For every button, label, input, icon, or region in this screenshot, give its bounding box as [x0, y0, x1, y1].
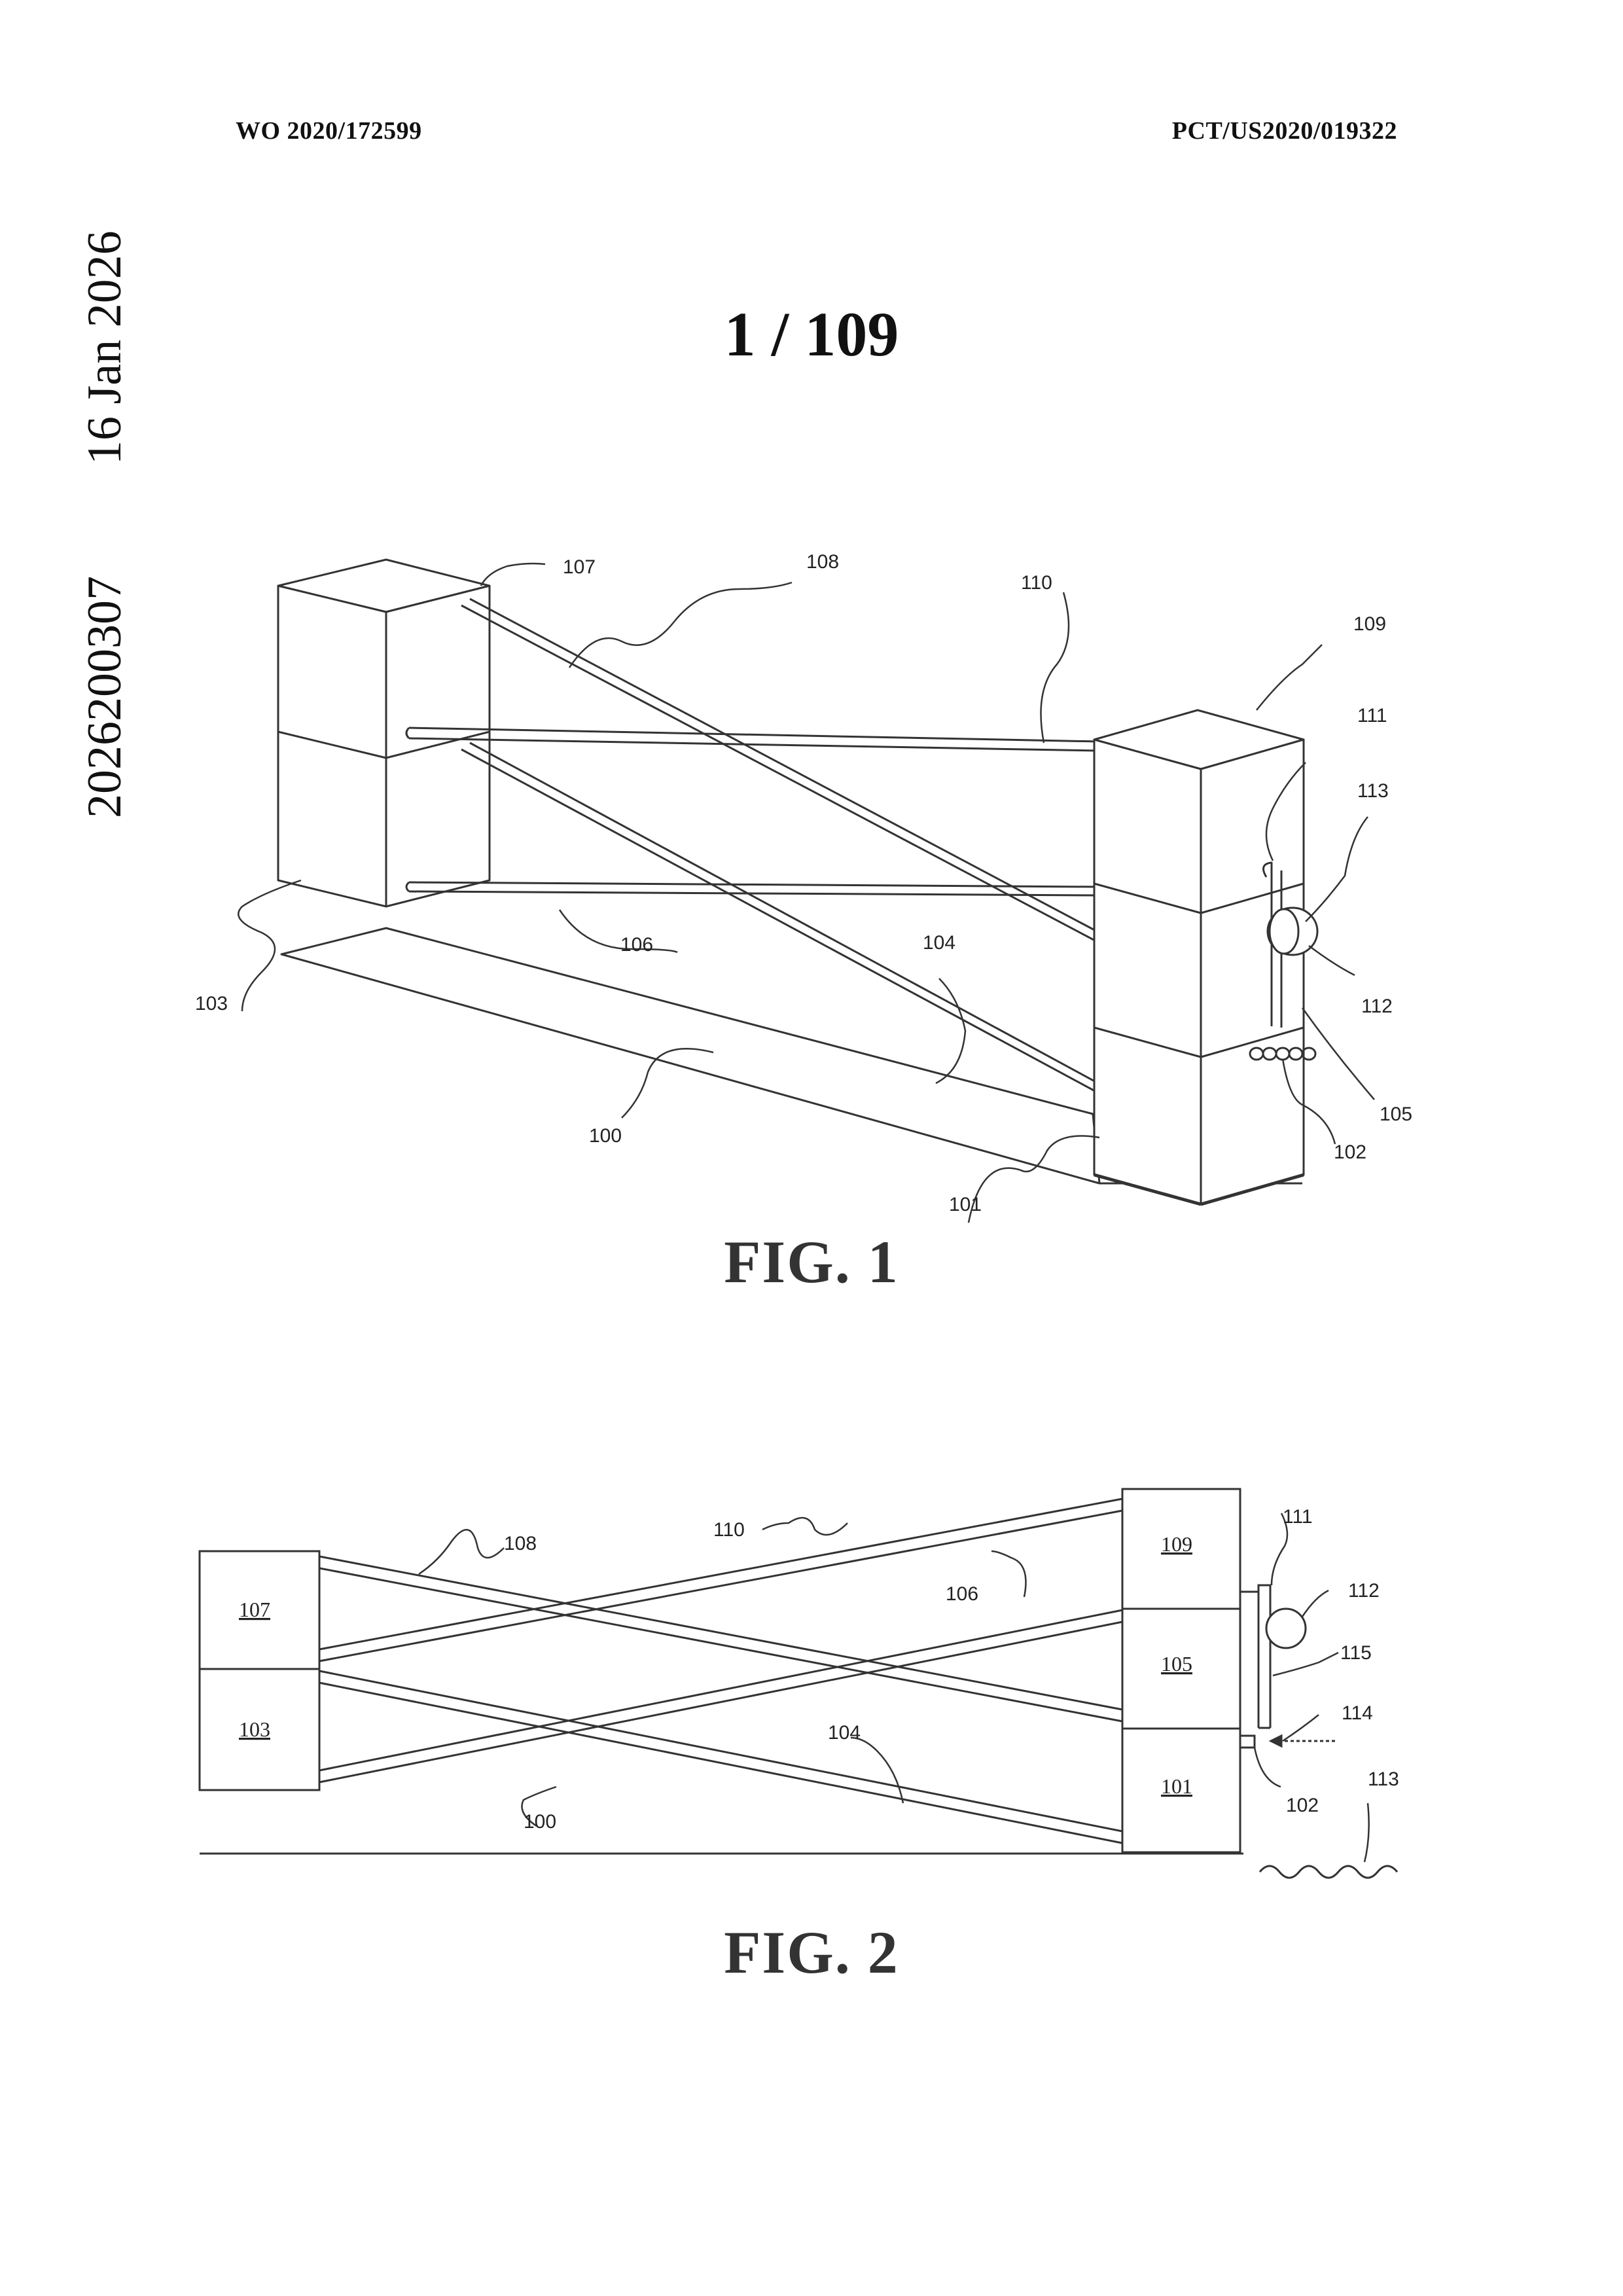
- fig2-label-111: 111: [1283, 1506, 1313, 1528]
- fig2-label-106: 106: [946, 1583, 978, 1605]
- fig2-label-110: 110: [713, 1519, 745, 1541]
- fig2-arrow-114: [1271, 1736, 1335, 1746]
- fig2-box-label-101: 101: [1161, 1774, 1192, 1798]
- fig2-rods: [319, 1499, 1122, 1843]
- fig2-label-108: 108: [504, 1533, 537, 1554]
- fig2-label-112: 112: [1348, 1580, 1380, 1602]
- fig2-box-label-105: 105: [1161, 1652, 1192, 1676]
- fig2-label-100: 100: [524, 1811, 556, 1833]
- fig2-label-104: 104: [828, 1722, 861, 1744]
- fig2-label-114: 114: [1342, 1702, 1373, 1724]
- fig2-box-label-103: 103: [239, 1717, 270, 1741]
- figure-2-drawing: 107 103 109 105 101 108 110 106 104 100 …: [0, 0, 1623, 2160]
- fig2-label-113: 113: [1368, 1768, 1399, 1790]
- fig2-outlet-102: [1240, 1736, 1255, 1748]
- fig2-label-115: 115: [1340, 1642, 1372, 1664]
- fig2-pump-assembly: [1240, 1585, 1306, 1748]
- fig2-caption: FIG. 2: [0, 1918, 1623, 1987]
- fig2-box-label-107: 107: [239, 1598, 270, 1621]
- fig2-label-102: 102: [1286, 1795, 1319, 1816]
- fig2-water-113: [1260, 1866, 1397, 1878]
- fig2-box-label-109: 109: [1161, 1532, 1192, 1556]
